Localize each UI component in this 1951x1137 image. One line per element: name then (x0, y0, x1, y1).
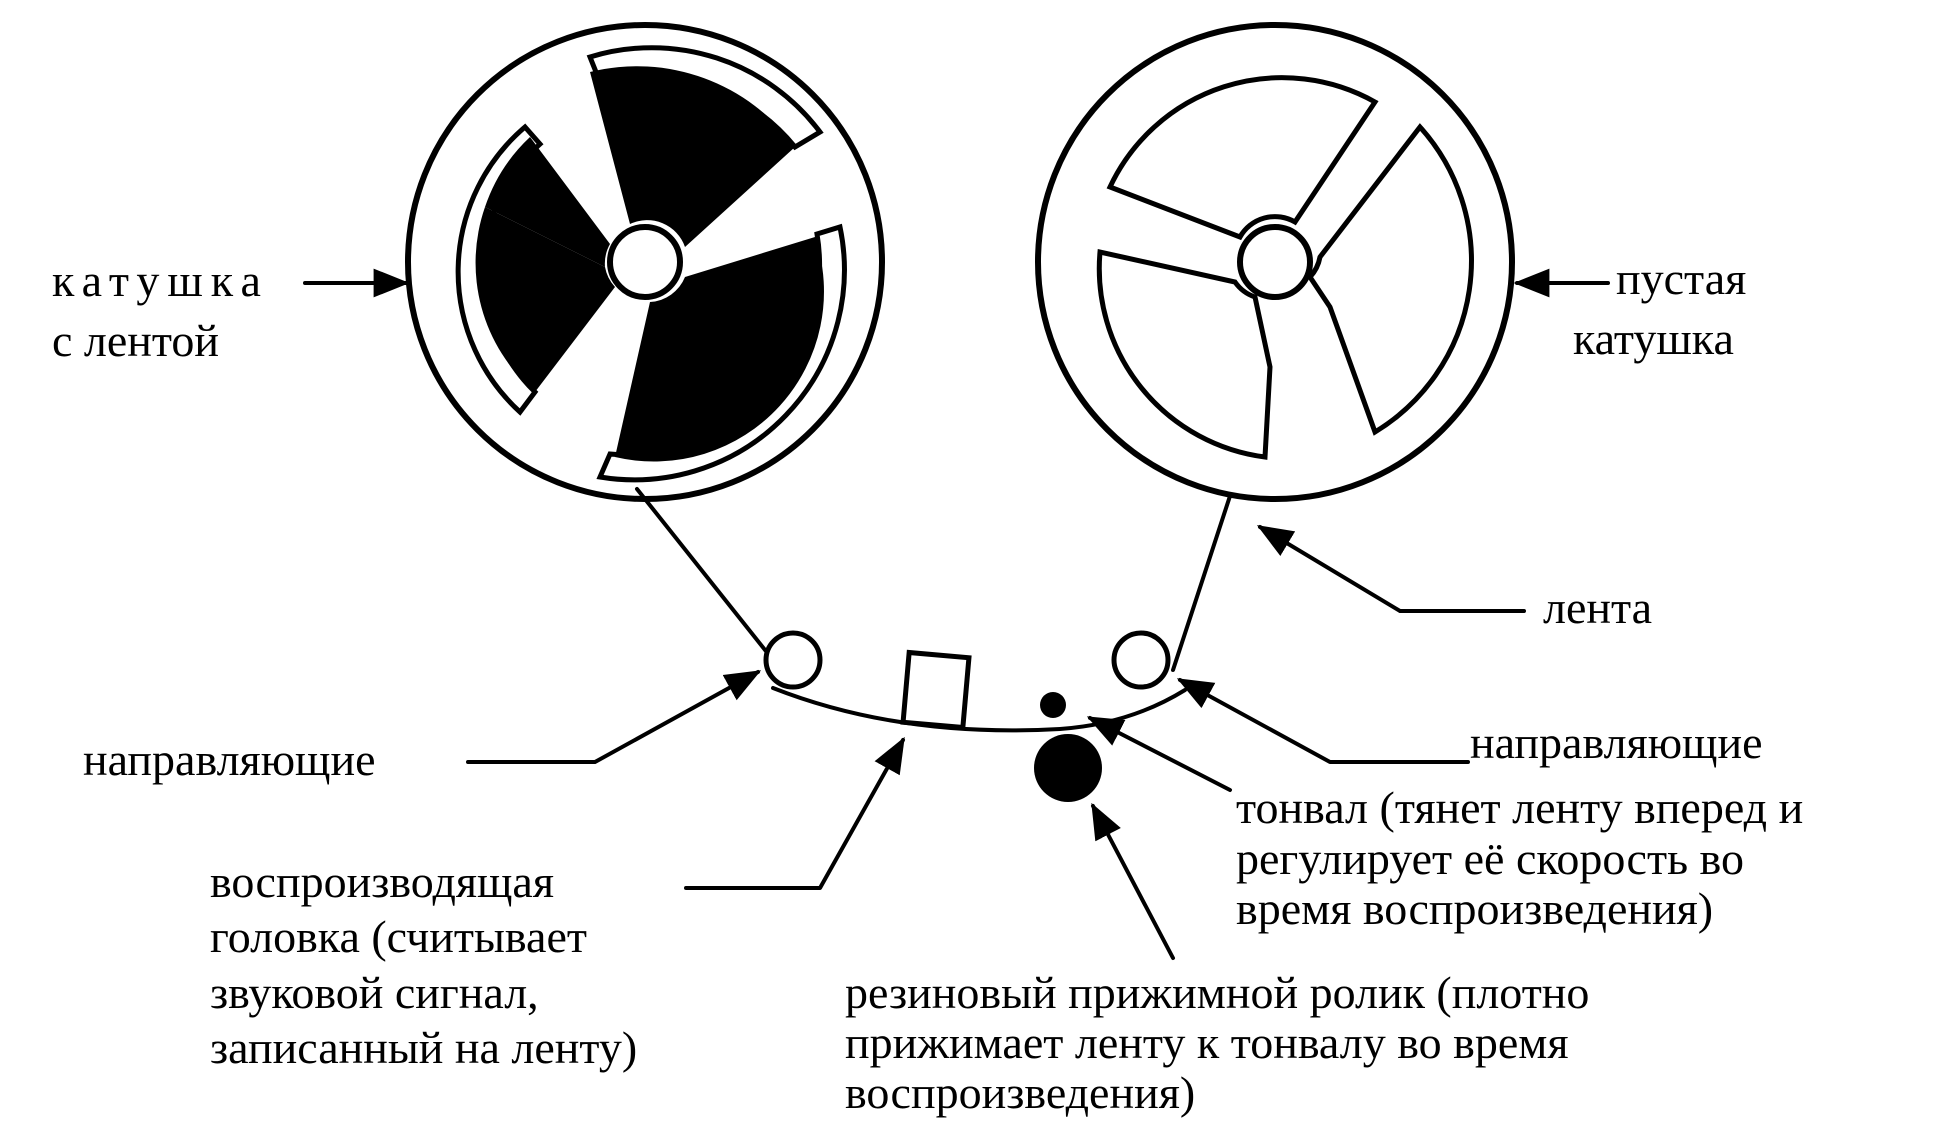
pinch-roller-label-line1: резиновый прижимной ролик (плотно (845, 967, 1589, 1018)
playback-head (900, 649, 972, 731)
guides-left-label: направляющие (83, 734, 376, 785)
tape-path (635, 487, 1232, 733)
right-guide-roller (1111, 630, 1171, 690)
empty-reel-label-line2: катушка (1573, 313, 1734, 364)
pinch-roller-label-line3: воспроизведения) (845, 1067, 1195, 1118)
full-reel-label-line1: катушка (52, 255, 269, 306)
leader-lines (303, 268, 1610, 960)
playback-head-label-line4: записанный на ленту) (210, 1022, 637, 1073)
left-guide-roller (763, 630, 823, 690)
empty-reel-label-line1: пустая (1616, 253, 1746, 304)
capstan-label-line2: регулирует её скорость во (1236, 833, 1744, 884)
tape-label: лента (1543, 582, 1652, 633)
capstan-label-line3: время воспроизведения) (1236, 883, 1713, 934)
empty-reel (1035, 22, 1515, 502)
playback-head-label-line2: головка (считывает (210, 911, 587, 962)
capstan-label-line1: тонвал (тянет ленту вперед и (1236, 782, 1803, 833)
tape-pack (475, 66, 824, 462)
capstan (1040, 692, 1066, 718)
pinch-roller-label-line2: прижимает ленту к тонвалу во время (845, 1017, 1569, 1068)
playback-head-label-line3: звуковой сигнал, (210, 967, 539, 1018)
playback-head-label-line1: воспроизводящая (210, 856, 554, 907)
guides-right-label: направляющие (1470, 717, 1763, 768)
full-reel-label-line2: с лентой (52, 315, 219, 366)
pinch-roller (1034, 734, 1102, 802)
full-reel (405, 22, 885, 502)
